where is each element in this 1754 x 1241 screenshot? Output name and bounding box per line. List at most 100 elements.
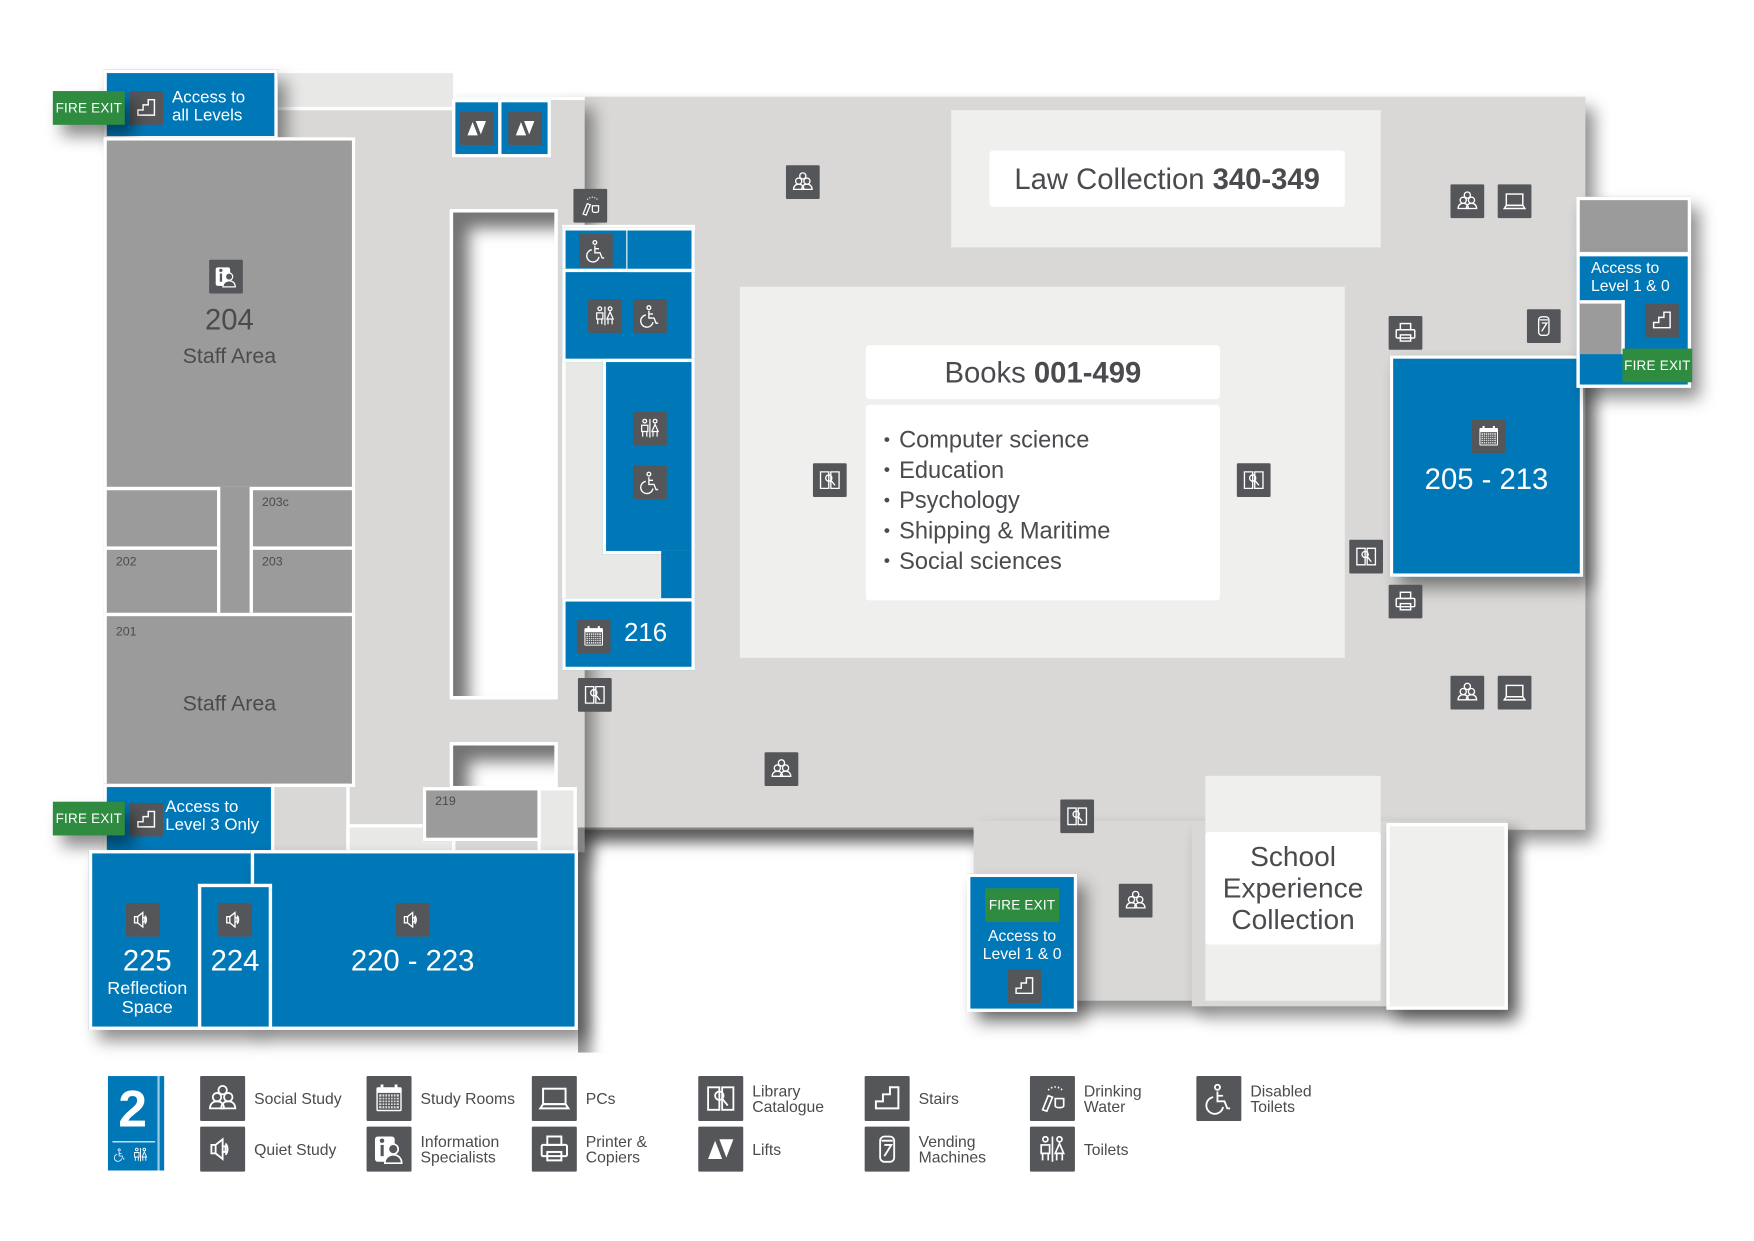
bottom-right-room <box>1386 823 1508 1010</box>
stairs-level10-bottom: FIRE EXIT Access to Level 1 & 0 <box>966 873 1078 1012</box>
books-range: 001-499 <box>1033 354 1142 389</box>
room-203c-number: 203c <box>261 495 289 510</box>
divider <box>112 1141 156 1143</box>
books-label: Books 001-499 <box>865 345 1220 400</box>
room-204-name: Staff Area <box>182 345 277 369</box>
library-catalogue-icon <box>812 463 847 497</box>
disabled-toilets-icon <box>633 299 667 333</box>
legend-item: Study Rooms <box>366 1076 516 1122</box>
subject-item: Education <box>884 455 1220 485</box>
legend-label: Library Catalogue <box>752 1081 824 1116</box>
legend-label: Vending Machines <box>918 1132 987 1167</box>
legend-label: PCs <box>585 1089 616 1108</box>
disabled-toilet <box>562 227 630 273</box>
quiet-study-icon <box>395 902 430 937</box>
legend-label: Disabled Toilets <box>1250 1081 1312 1116</box>
fire-exit-sign: FIRE EXIT <box>52 801 125 836</box>
library-catalogue-icon <box>1349 539 1384 574</box>
room-201-number: 201 <box>115 625 137 639</box>
legend-item: Stairs <box>864 1076 959 1122</box>
legend-label: Drinking Water <box>1083 1081 1142 1116</box>
social-study-icon <box>764 752 799 786</box>
room-205-213: 205 - 213 <box>1389 355 1584 577</box>
drinking-water-icon <box>1029 1076 1075 1122</box>
books-title: Books <box>944 354 1034 389</box>
social-study-icon <box>1118 883 1153 918</box>
lifts-icon <box>698 1126 744 1172</box>
legend-item: PCs <box>531 1076 616 1122</box>
law-collection-label: Law Collection 340-349 <box>989 150 1345 207</box>
legend-item: Quiet Study <box>200 1126 336 1172</box>
toilets-icon <box>1029 1126 1075 1172</box>
library-catalogue-icon <box>698 1076 744 1122</box>
void-lower <box>449 742 558 790</box>
disabled-toilets-icon <box>1196 1076 1242 1122</box>
room-220-223: 220 - 223 <box>250 850 578 1030</box>
printer-icon <box>531 1126 577 1172</box>
toilets-icon <box>128 1146 153 1164</box>
legend-label: Toilets <box>1083 1140 1129 1159</box>
room-216-number: 216 <box>624 617 668 647</box>
toilets-icon <box>588 299 622 333</box>
access-label: Access to Level 1 & 0 <box>982 926 1062 963</box>
legend-item: Vending Machines <box>864 1126 987 1172</box>
legend-item: Printer & Copiers <box>531 1126 647 1172</box>
room-205-213-number: 205 - 213 <box>1424 462 1549 496</box>
room-220-223-number: 220 - 223 <box>350 943 475 978</box>
stairs-icon <box>1007 969 1042 1003</box>
legend-item: Lifts <box>698 1126 781 1172</box>
top-strip <box>274 69 457 111</box>
subject-item: Psychology <box>884 486 1220 516</box>
stairs-level3: Access to Level 3 Only <box>103 783 275 854</box>
room-224: 224 <box>197 883 273 1030</box>
subject-item: Social sciences <box>884 546 1220 576</box>
room-203-number: 203 <box>261 555 283 569</box>
social-study-icon <box>200 1076 246 1122</box>
pcs-icon <box>1497 184 1532 219</box>
subject-item: Computer science <box>884 425 1220 455</box>
toilets-upper <box>562 268 695 363</box>
fire-exit-sign: FIRE EXIT <box>52 91 125 125</box>
law-collection-title: Law Collection <box>1014 161 1213 196</box>
toilets-lower <box>602 358 695 555</box>
lifts-icon <box>508 111 542 146</box>
legend-item: Social Study <box>200 1076 342 1122</box>
stairs-icon <box>129 91 164 125</box>
access-label: Access to Level 1 & 0 <box>1591 258 1670 295</box>
disabled-toilets-icon <box>579 233 613 268</box>
legend-item: Drinking Water <box>1029 1076 1142 1122</box>
quiet-study-icon <box>125 902 160 937</box>
legend-item: Disabled Toilets <box>1196 1076 1312 1122</box>
room-unnamed <box>103 486 221 550</box>
room-203: 203 <box>249 546 356 617</box>
vending-machines-icon <box>1526 309 1561 343</box>
pcs-icon <box>1497 675 1532 710</box>
room-202-number: 202 <box>115 555 137 569</box>
legend-label: Stairs <box>918 1089 959 1108</box>
small-room <box>270 783 350 854</box>
quiet-study-icon <box>200 1126 246 1172</box>
access-label: Access to all Levels <box>172 87 246 125</box>
legend-label: Study Rooms <box>420 1089 516 1108</box>
access-label: Access to Level 3 Only <box>165 797 260 835</box>
lift-1 <box>452 98 502 158</box>
room-225-name: Reflection Space <box>107 979 188 1018</box>
social-study-icon <box>1450 675 1485 710</box>
lift-2 <box>498 98 551 158</box>
pcs-icon <box>531 1076 577 1122</box>
legend-item: Information Specialists <box>366 1126 499 1172</box>
staff-corridor <box>220 486 250 617</box>
printer-icon <box>1388 315 1423 350</box>
lifts-icon <box>459 111 494 146</box>
information-specialists-icon <box>366 1126 412 1172</box>
divider <box>157 1076 160 1171</box>
toilets-lower-ext <box>661 550 695 602</box>
room-201: 201 Staff Area <box>103 612 356 788</box>
fire-exit-sign: FIRE EXIT <box>984 888 1060 923</box>
level-accessibility-icons <box>112 1146 157 1166</box>
disabled-toilet-top <box>627 227 695 273</box>
drinking-water-icon <box>573 188 608 223</box>
room-202: 202 <box>103 546 221 617</box>
room-219-number: 219 <box>435 794 456 809</box>
